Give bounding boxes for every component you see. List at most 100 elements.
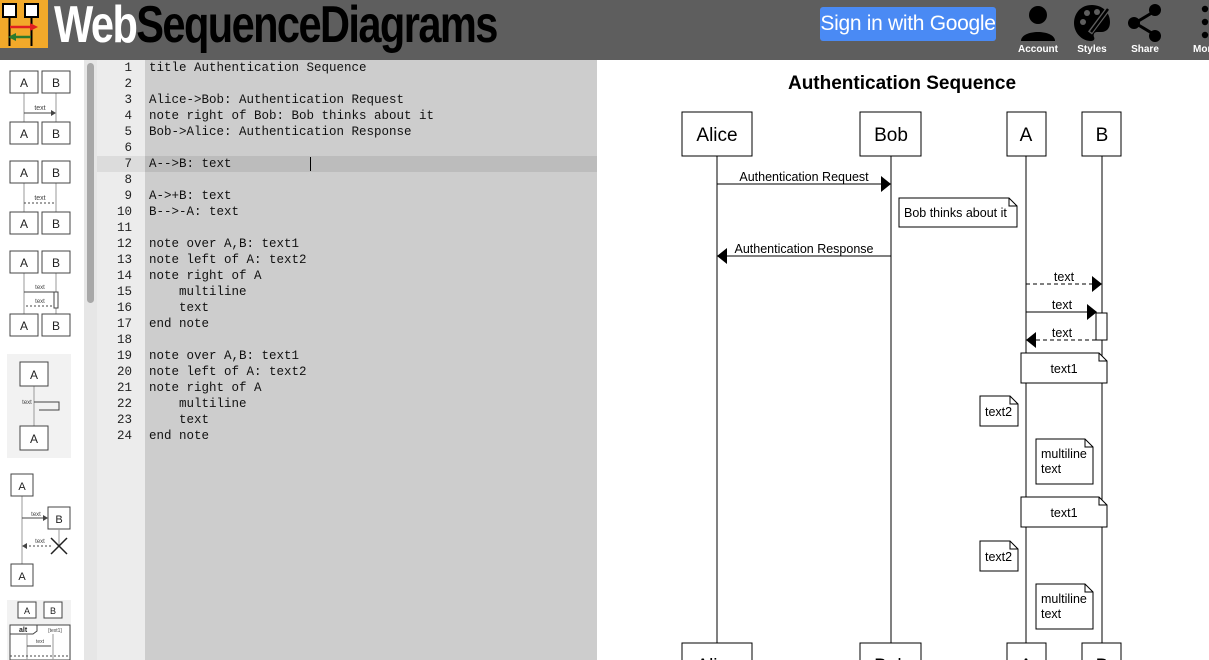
thumbnail-dashed-message[interactable]: A B text A B xyxy=(7,158,71,238)
line-text[interactable]: note over A,B: text1 xyxy=(149,349,300,363)
line-text[interactable]: text xyxy=(149,413,210,427)
line-text[interactable]: multiline xyxy=(149,285,247,299)
diagram-title: Authentication Sequence xyxy=(788,73,1016,94)
line-number: 15 xyxy=(116,285,132,299)
line-text[interactable]: note right of Bob: Bob thinks about it xyxy=(149,109,435,123)
line-text[interactable]: note right of A xyxy=(149,269,262,283)
thumb-participant-a: A xyxy=(20,127,28,141)
thumb-participant-b: B xyxy=(55,514,62,526)
editor-line[interactable]: 15 multiline xyxy=(97,284,597,300)
note-text: Bob thinks about it xyxy=(904,206,1007,220)
note-line: multiline xyxy=(1041,592,1087,606)
styles-label: Styles xyxy=(1077,44,1107,55)
line-text[interactable]: end note xyxy=(149,429,210,443)
line-text[interactable]: note right of A xyxy=(149,381,262,395)
editor-line[interactable]: 23 text xyxy=(97,412,597,428)
participant-alice-label: Alice xyxy=(696,125,737,146)
message-label: text xyxy=(1054,270,1075,284)
thumb-message-label: text xyxy=(36,639,45,645)
thumb-participant-b: B xyxy=(52,217,60,231)
thumbnail-activation[interactable]: A B text text A B xyxy=(7,248,71,340)
line-text[interactable]: end note xyxy=(149,317,210,331)
thumbnail-solid-message[interactable]: A B text A B xyxy=(7,68,71,148)
thumbnail-create-destroy[interactable]: A text B text A xyxy=(7,470,71,590)
share-label: Share xyxy=(1131,44,1159,55)
thumb-participant-b: B xyxy=(50,606,56,616)
thumbnail-self-message[interactable]: A text A xyxy=(7,354,71,458)
thumb-guard-label: [text1] xyxy=(48,628,62,634)
editor-line[interactable]: 16 text xyxy=(97,300,597,316)
line-text[interactable]: B-->-A: text xyxy=(149,205,240,219)
editor-line[interactable]: 2 xyxy=(97,76,597,92)
line-number: 8 xyxy=(124,173,132,187)
thumb-participant-b: B xyxy=(52,166,60,180)
text-cursor xyxy=(310,157,311,171)
line-text[interactable]: text xyxy=(149,301,210,315)
editor-line[interactable]: 13 note left of A: text2 xyxy=(97,252,597,268)
line-text[interactable]: title Authentication Sequence xyxy=(149,61,367,75)
line-text[interactable]: multiline xyxy=(149,397,247,411)
thumb-message-label: text xyxy=(34,105,45,112)
thumb-message-label: text xyxy=(22,400,32,406)
more-button[interactable]: More xyxy=(1169,0,1209,60)
editor-line[interactable]: 9 A->+B: text xyxy=(97,188,597,204)
brand-part-web: Web xyxy=(54,0,138,54)
thumb-participant-b: B xyxy=(52,127,60,141)
editor-line[interactable]: 6 xyxy=(97,140,597,156)
thumbnail-scrollbar[interactable] xyxy=(84,60,97,660)
line-text[interactable]: A-->B: text xyxy=(149,157,232,171)
line-number: 23 xyxy=(116,413,132,427)
more-vertical-icon xyxy=(1201,5,1209,39)
line-text[interactable]: note over A,B: text1 xyxy=(149,237,300,251)
brand-wordmark[interactable]: WebSequenceDiagrams xyxy=(54,0,498,56)
line-text[interactable]: Alice->Bob: Authentication Request xyxy=(149,93,405,107)
thumb-participant-b: B xyxy=(52,76,60,90)
thumb-participant-a: A xyxy=(20,319,28,333)
note-line: text xyxy=(1041,462,1062,476)
account-button[interactable]: Account xyxy=(1010,0,1066,60)
line-text[interactable]: note left of A: text2 xyxy=(149,365,307,379)
thumbnail-alt-fragment[interactable]: A B alt [text1] text xyxy=(7,600,71,660)
line-text[interactable]: Bob->Alice: Authentication Response xyxy=(149,125,412,139)
line-text[interactable]: A->+B: text xyxy=(149,189,232,203)
editor-line[interactable]: 8 xyxy=(97,172,597,188)
participant-bob: Bob xyxy=(859,111,922,157)
line-number: 13 xyxy=(116,253,132,267)
logo-icon[interactable] xyxy=(0,0,48,48)
styles-button[interactable]: Styles xyxy=(1064,0,1120,60)
sign-in-with-google-button[interactable]: Sign in with Google xyxy=(820,7,996,41)
thumbnail-scrollbar-thumb[interactable] xyxy=(87,63,94,303)
line-number: 22 xyxy=(116,397,132,411)
thumb-participant-a: A xyxy=(20,256,28,270)
editor-line[interactable]: 22 multiline xyxy=(97,396,597,412)
share-button[interactable]: Share xyxy=(1117,0,1173,60)
editor-line[interactable]: 11 xyxy=(97,220,597,236)
message-label: text xyxy=(1052,326,1073,340)
template-thumbnail-panel: A B text A B A B text A B xyxy=(0,60,84,660)
message-a-to-b-activate: text xyxy=(1026,298,1097,320)
participant-b-label: B xyxy=(1096,656,1109,660)
thumb-participant-a: A xyxy=(20,217,28,231)
line-number: 9 xyxy=(124,189,132,203)
line-text[interactable]: note left of A: text2 xyxy=(149,253,307,267)
participant-b-label: B xyxy=(1096,125,1109,146)
editor-line[interactable]: 18 xyxy=(97,332,597,348)
thumb-message-label: text xyxy=(31,512,41,518)
message-a-to-b-dashed: text xyxy=(1026,270,1102,292)
